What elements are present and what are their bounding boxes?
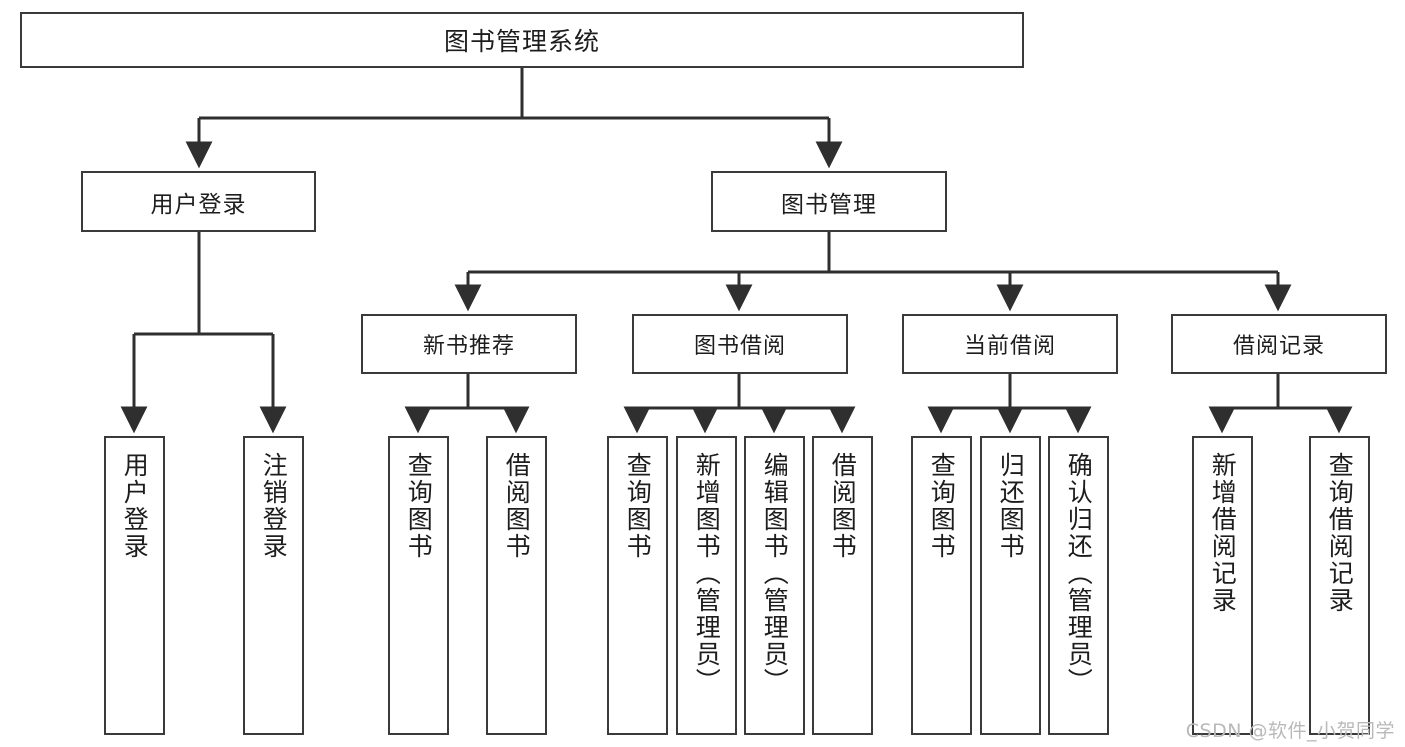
node-borrow-record[interactable]: 借阅记录 bbox=[1171, 314, 1387, 374]
node-leaf-borrow-book-1[interactable]: 借阅图书 bbox=[486, 436, 547, 735]
node-current-borrow[interactable]: 当前借阅 bbox=[902, 314, 1118, 374]
node-leaf-user-login[interactable]: 用户登录 bbox=[104, 436, 165, 735]
node-leaf-query-book-1-label: 查询图书 bbox=[404, 452, 434, 560]
node-user-login[interactable]: 用户登录 bbox=[81, 171, 316, 232]
node-leaf-edit-book-label: 编辑图书（管理员） bbox=[760, 452, 790, 695]
node-leaf-logout-login[interactable]: 注销登录 bbox=[243, 436, 304, 735]
node-leaf-query-book-3[interactable]: 查询图书 bbox=[911, 436, 972, 735]
node-book-manage[interactable]: 图书管理 bbox=[711, 171, 947, 232]
node-new-book-recommend[interactable]: 新书推荐 bbox=[361, 314, 577, 374]
node-book-borrow[interactable]: 图书借阅 bbox=[632, 314, 848, 374]
node-leaf-query-book-2[interactable]: 查询图书 bbox=[607, 436, 668, 735]
node-leaf-edit-book[interactable]: 编辑图书（管理员） bbox=[744, 436, 805, 735]
node-leaf-borrow-book-1-label: 借阅图书 bbox=[502, 452, 532, 560]
node-new-book-recommend-label: 新书推荐 bbox=[422, 334, 515, 359]
node-leaf-borrow-book-2-label: 借阅图书 bbox=[828, 452, 858, 560]
node-leaf-query-book-3-label: 查询图书 bbox=[927, 452, 957, 560]
node-leaf-add-record[interactable]: 新增借阅记录 bbox=[1192, 436, 1253, 735]
node-current-borrow-label: 当前借阅 bbox=[963, 334, 1056, 359]
node-leaf-add-book-label: 新增图书（管理员） bbox=[692, 452, 722, 695]
node-leaf-return-book-label: 归还图书 bbox=[996, 452, 1026, 560]
node-root-label: 图书管理系统 bbox=[443, 27, 600, 56]
node-leaf-query-book-1[interactable]: 查询图书 bbox=[388, 436, 449, 735]
node-leaf-query-record[interactable]: 查询借阅记录 bbox=[1309, 436, 1370, 735]
node-leaf-logout-login-label: 注销登录 bbox=[259, 452, 289, 560]
node-user-login-label: 用户登录 bbox=[150, 191, 247, 218]
node-borrow-record-label: 借阅记录 bbox=[1232, 334, 1325, 359]
node-leaf-confirm-return[interactable]: 确认归还（管理员） bbox=[1048, 436, 1109, 735]
csdn-watermark: CSDN @软件_小贺同学 bbox=[1185, 720, 1395, 742]
node-root[interactable]: 图书管理系统 bbox=[20, 12, 1024, 68]
node-leaf-user-login-label: 用户登录 bbox=[120, 452, 150, 560]
node-book-borrow-label: 图书借阅 bbox=[693, 334, 786, 359]
node-leaf-add-record-label: 新增借阅记录 bbox=[1208, 452, 1238, 614]
node-leaf-add-book[interactable]: 新增图书（管理员） bbox=[676, 436, 737, 735]
node-book-manage-label: 图书管理 bbox=[781, 191, 877, 218]
node-leaf-query-record-label: 查询借阅记录 bbox=[1325, 452, 1355, 614]
node-leaf-query-book-2-label: 查询图书 bbox=[623, 452, 653, 560]
node-leaf-return-book[interactable]: 归还图书 bbox=[980, 436, 1041, 735]
node-leaf-confirm-return-label: 确认归还（管理员） bbox=[1064, 452, 1094, 695]
node-leaf-borrow-book-2[interactable]: 借阅图书 bbox=[812, 436, 873, 735]
